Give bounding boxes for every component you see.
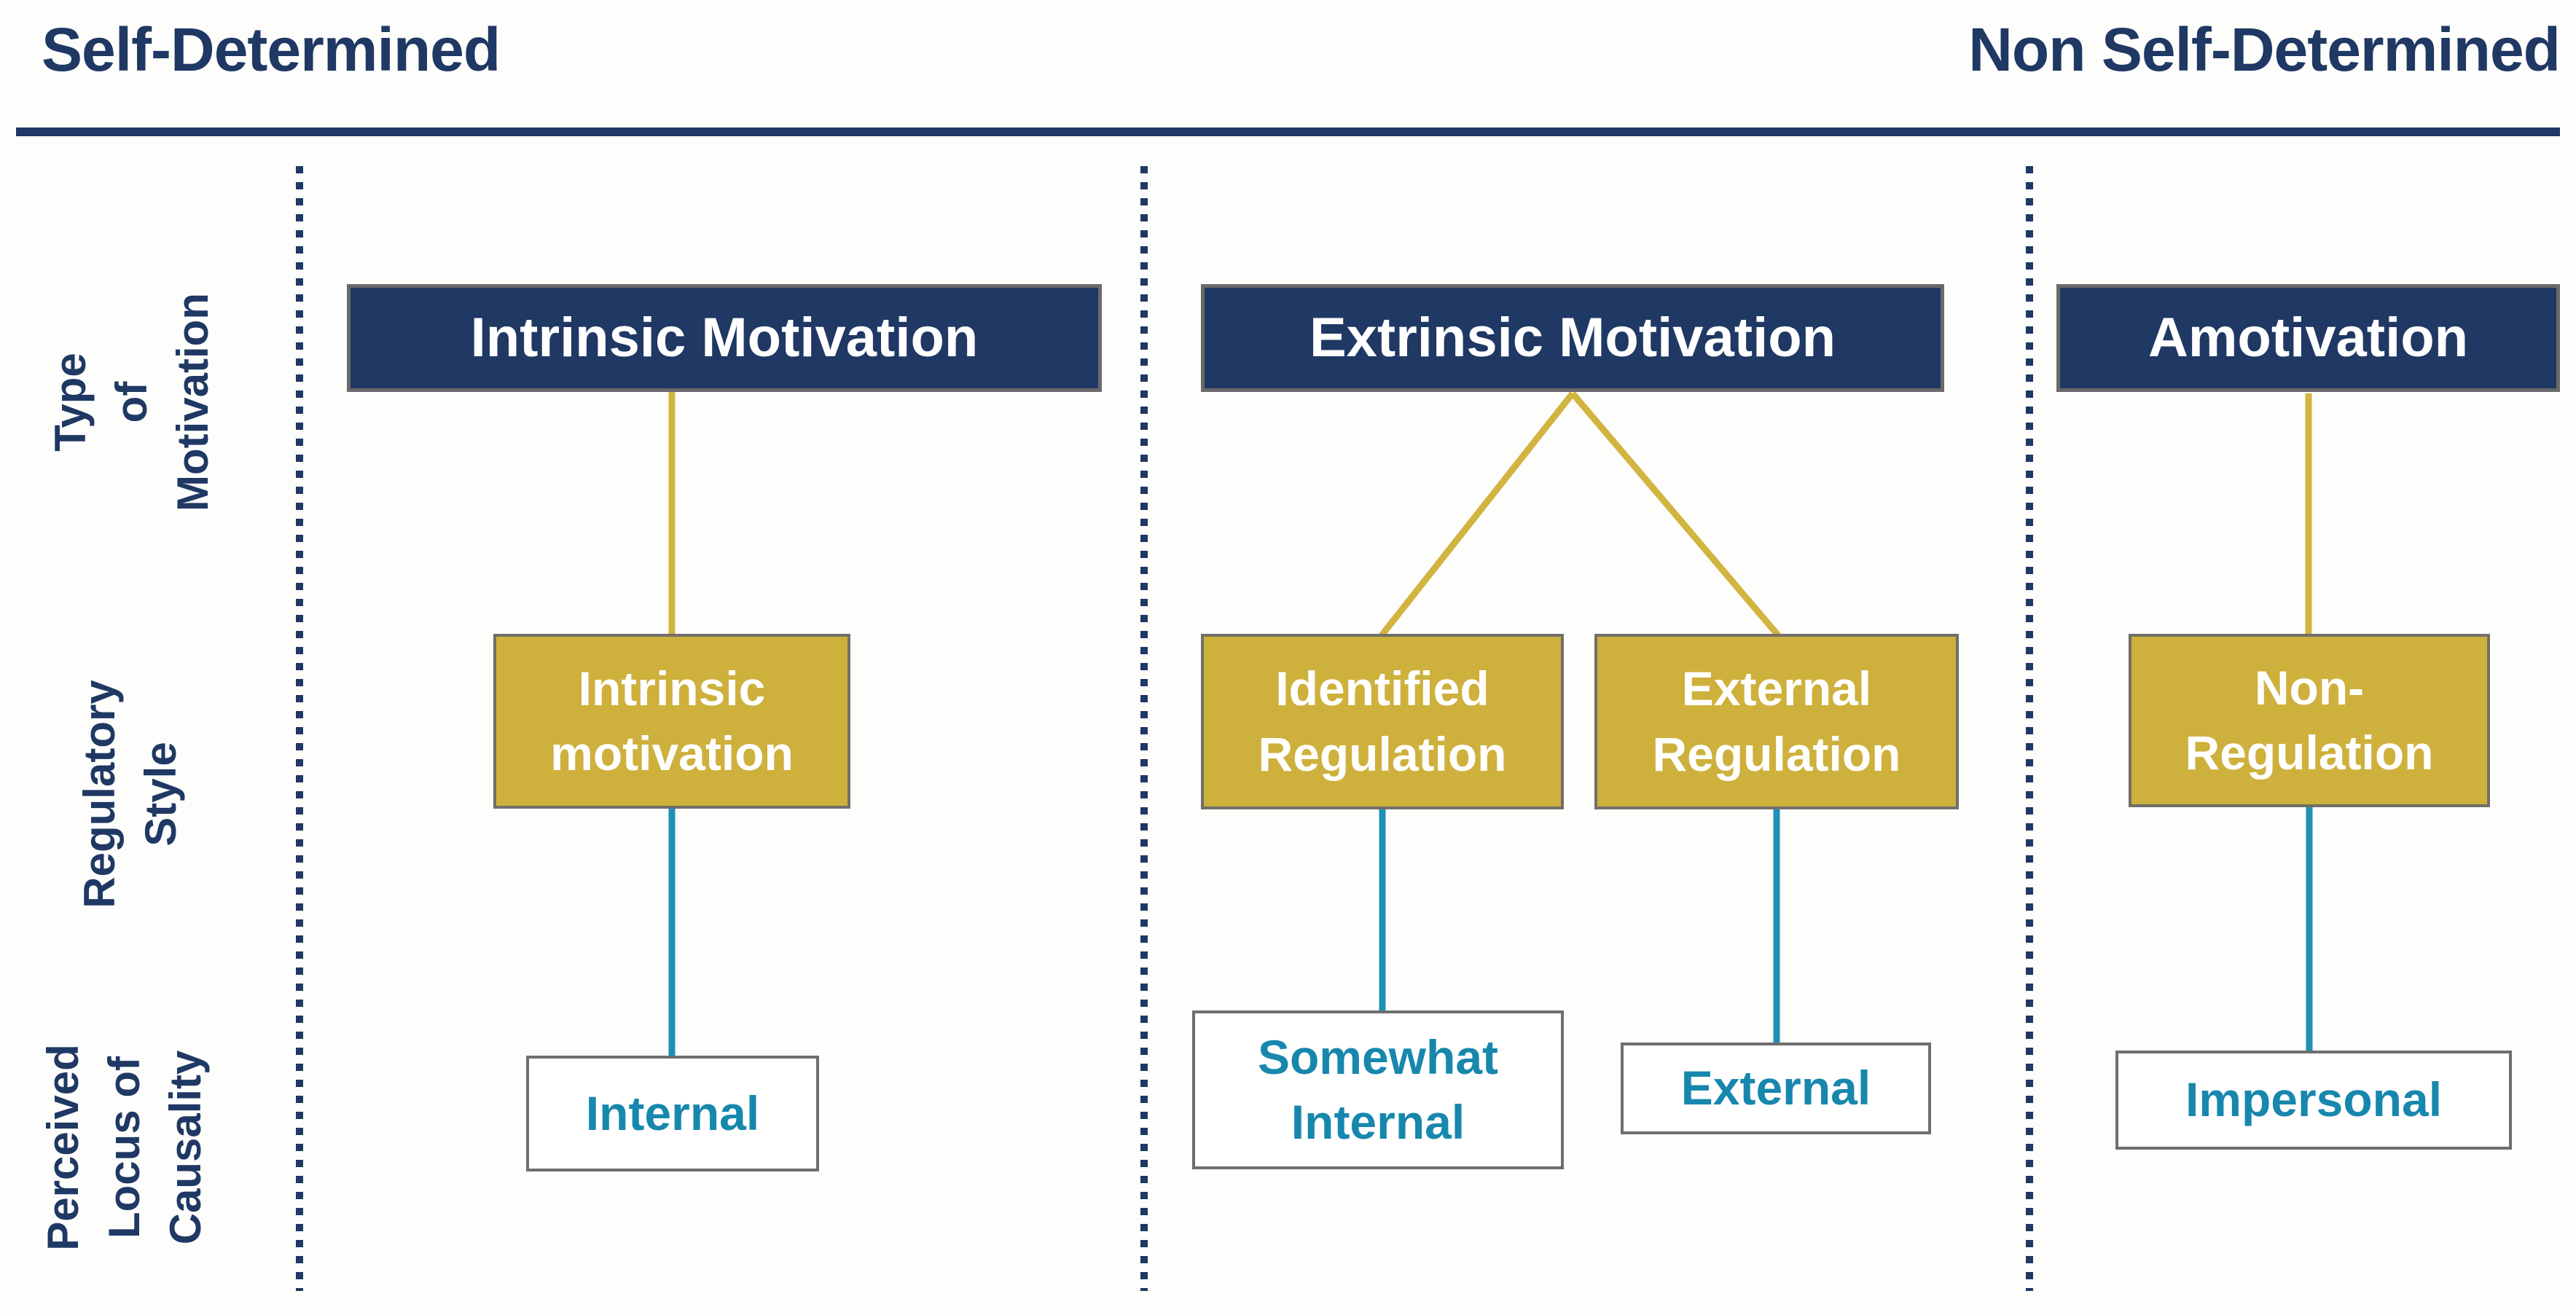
column-separator-1 bbox=[296, 166, 303, 1291]
type-box-amotivation: Amotivation bbox=[2056, 284, 2560, 392]
locus-box-line: Internal bbox=[1291, 1095, 1465, 1149]
regulatory-box-line: Intrinsic bbox=[578, 661, 766, 715]
locus-box-external: External bbox=[1621, 1043, 1931, 1134]
regulatory-box-line: External bbox=[1681, 662, 1872, 716]
regulatory-box-line: Identified bbox=[1275, 662, 1489, 716]
locus-box-internal: Internal bbox=[526, 1056, 819, 1171]
regulatory-box-non-regulation: Non- Regulation bbox=[2129, 634, 2490, 807]
column-separator-3 bbox=[2026, 166, 2033, 1291]
regulatory-box-external-regulation: External Regulation bbox=[1594, 634, 1959, 809]
locus-box-label: External bbox=[1680, 1061, 1871, 1115]
extrinsic-gold-connector-left bbox=[1379, 391, 1575, 637]
regulatory-box-line: Regulation bbox=[1652, 726, 1901, 781]
type-box-label: Intrinsic Motivation bbox=[470, 306, 979, 369]
type-box-label: Extrinsic Motivation bbox=[1309, 306, 1836, 369]
extrinsic-gold-connector-right bbox=[1570, 391, 1781, 637]
locus-box-somewhat-internal: Somewhat Internal bbox=[1192, 1010, 1564, 1169]
regulatory-box-identified-regulation: Identified Regulation bbox=[1201, 634, 1564, 809]
regulatory-box-intrinsic-motivation: Intrinsic motivation bbox=[493, 634, 850, 809]
header-rule bbox=[16, 127, 2560, 136]
non-self-determined-label: Non Self-Determined bbox=[1968, 15, 2561, 84]
self-determined-label: Self-Determined bbox=[42, 15, 501, 84]
locus-box-impersonal: Impersonal bbox=[2115, 1051, 2512, 1150]
type-box-intrinsic-motivation: Intrinsic Motivation bbox=[347, 284, 1102, 392]
regulatory-box-line: Non- bbox=[2254, 660, 2365, 715]
regulatory-box-line: Regulation bbox=[1258, 726, 1507, 781]
locus-box-line: Somewhat bbox=[1257, 1029, 1499, 1084]
regulatory-box-line: Regulation bbox=[2185, 726, 2434, 780]
column-separator-2 bbox=[1140, 166, 1148, 1291]
locus-box-label: Internal bbox=[585, 1086, 760, 1140]
locus-box-label: Impersonal bbox=[2185, 1072, 2443, 1127]
type-box-label: Amotivation bbox=[2148, 306, 2469, 369]
regulatory-box-line: motivation bbox=[550, 726, 794, 780]
type-box-extrinsic-motivation: Extrinsic Motivation bbox=[1201, 284, 1944, 392]
